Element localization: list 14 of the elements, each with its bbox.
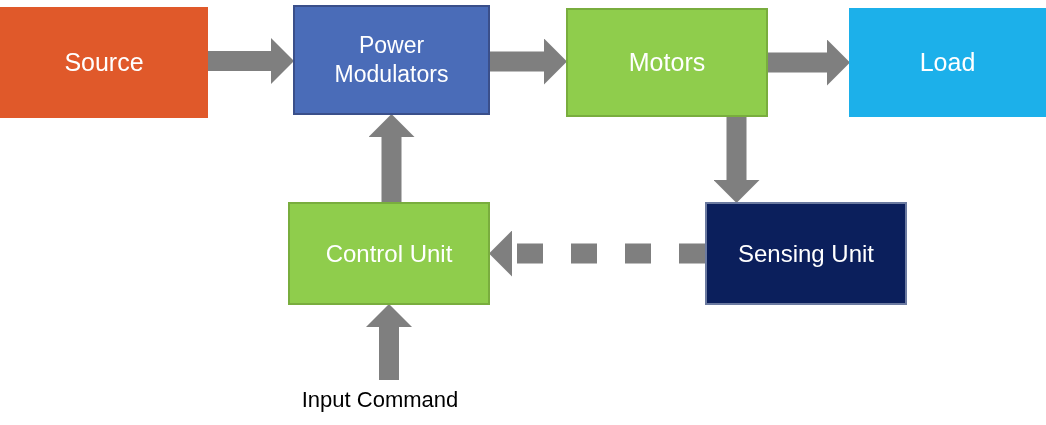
arrow — [366, 304, 412, 380]
process-box: Control Unit — [288, 202, 490, 305]
arrow — [713, 117, 760, 203]
arrow — [489, 230, 705, 277]
arrow — [208, 38, 294, 84]
process-box: Sensing Unit — [705, 202, 907, 305]
process-box: Motors — [566, 8, 768, 117]
process-box: Load — [849, 8, 1046, 117]
arrow — [368, 114, 415, 202]
process-box: Source — [0, 7, 208, 118]
arrow — [768, 39, 850, 86]
process-box: Power Modulators — [293, 5, 490, 115]
input-label: Input Command — [265, 380, 495, 420]
arrow — [490, 38, 567, 85]
